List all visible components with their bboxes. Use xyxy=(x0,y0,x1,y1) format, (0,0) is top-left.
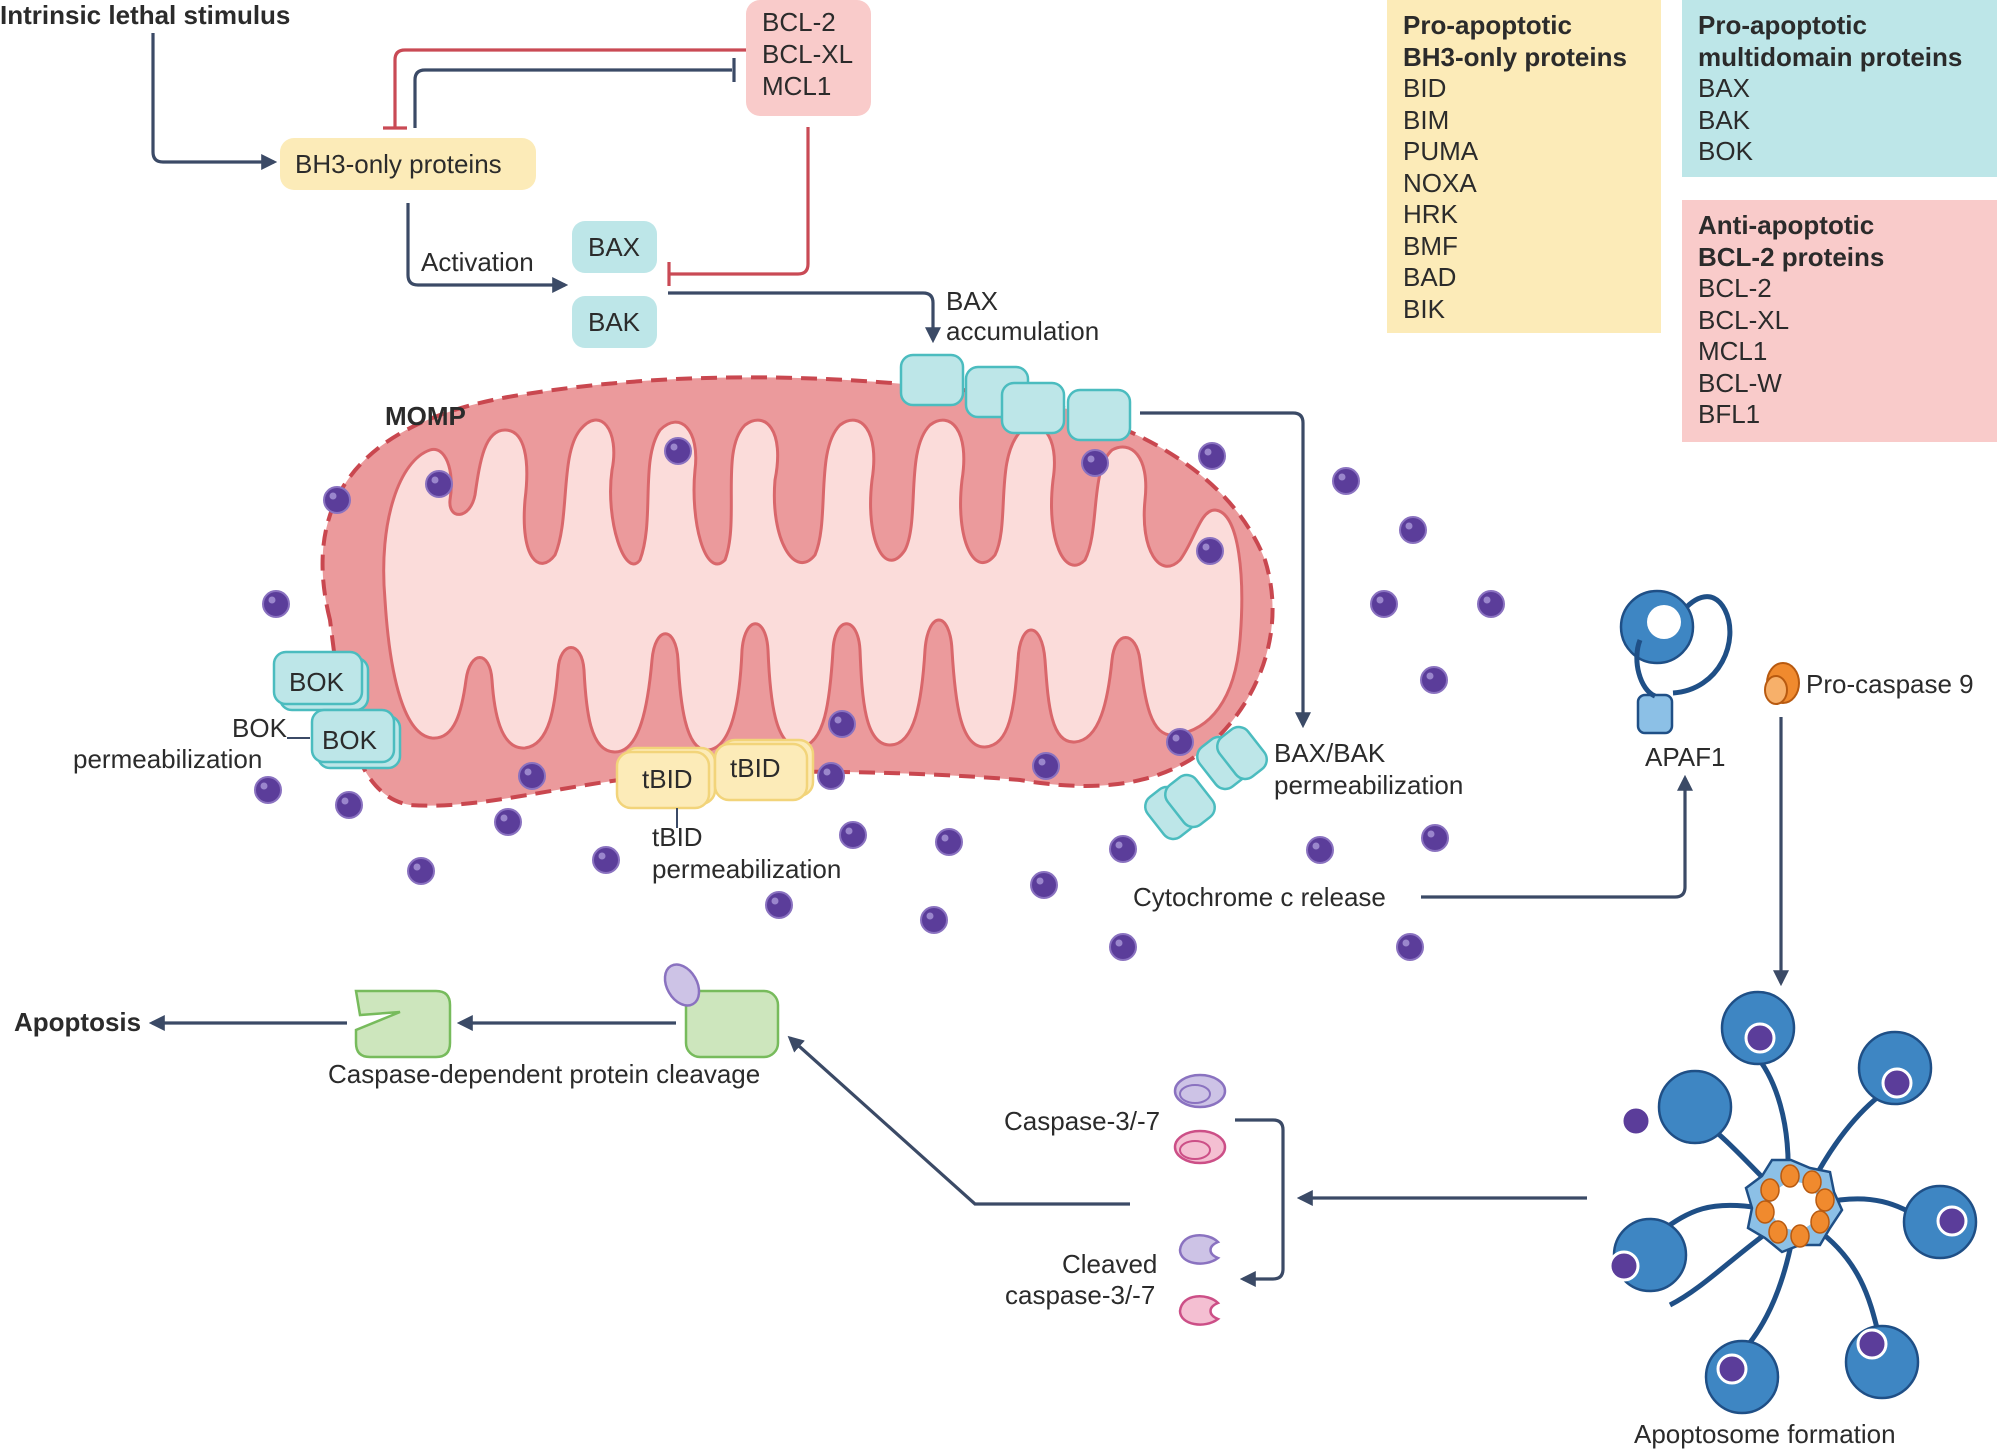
caspase37-label: Caspase-3/-7 xyxy=(1004,1106,1160,1136)
cytochrome-release-label: Cytochrome c release xyxy=(1133,882,1386,912)
legend-bh3-item: BID xyxy=(1403,73,1447,103)
bcl2-group-box xyxy=(746,0,871,116)
legend-multidomain-item: BAX xyxy=(1698,73,1751,103)
bh3-inhibits-bcl2 xyxy=(413,68,732,128)
bh3-only-box xyxy=(280,138,536,190)
apoptosome xyxy=(1608,990,1978,1415)
baxbak-pore xyxy=(1144,725,1268,841)
legend-multidomain-item: BOK xyxy=(1698,136,1753,166)
apaf1-protein xyxy=(1619,589,1733,735)
tbid-complex xyxy=(615,738,815,810)
legend-bh3-title-1: Pro-apoptotic xyxy=(1403,10,1572,40)
legend-multidomain-title-2: multidomain proteins xyxy=(1698,41,1963,72)
legend-anti-title-1: Anti-apoptotic xyxy=(1698,210,1875,240)
bax-label: BAX xyxy=(588,232,640,262)
legend-anti-item: BCL-2 xyxy=(1698,273,1772,303)
mitochondrion xyxy=(320,375,1275,808)
legend-multidomain: Pro-apoptotic multidomain proteins BAX B… xyxy=(1682,0,1997,177)
baxbak-arrow xyxy=(1140,411,1311,729)
legend-multidomain-item: BAK xyxy=(1698,104,1751,135)
procaspase9-label: Pro-caspase 9 xyxy=(1806,669,1974,699)
legend-bh3-item: BMF xyxy=(1403,230,1458,261)
caspase-3-7 xyxy=(1173,1073,1227,1165)
legend-bh3-title-2: BH3-only proteins xyxy=(1403,41,1627,72)
cleaved-caspase-label-2: caspase-3/-7 xyxy=(1005,1280,1155,1310)
apoptosis-label: Apoptosis xyxy=(14,1007,141,1037)
legend-anti-item: MCL1 xyxy=(1698,336,1768,366)
legend-anti-apoptotic: Anti-apoptotic BCL-2 proteins BCL-2 BCL-… xyxy=(1682,200,1997,442)
cleaved-protein xyxy=(354,989,452,1059)
legend-bh3-item: BAD xyxy=(1403,262,1457,292)
legend-bh3-item: PUMA xyxy=(1403,136,1479,166)
cleaved-caspase-label-1: Cleaved xyxy=(1062,1249,1157,1279)
cleavage-label: Caspase-dependent protein cleavage xyxy=(328,1059,760,1089)
apoptosome-label: Apoptosome formation xyxy=(1634,1419,1896,1449)
stimulus-arrow xyxy=(151,33,278,170)
bh3-only-label: BH3-only proteins xyxy=(295,149,502,179)
legend-bh3-only: Pro-apoptotic BH3-only proteins BID BIM … xyxy=(1387,0,1661,333)
bax-accum-label-2: accumulation xyxy=(946,316,1099,346)
legend-bh3-item: BIK xyxy=(1403,293,1445,324)
legend-bh3-item: HRK xyxy=(1403,199,1458,229)
bok-perm-label-2: permeabilization xyxy=(73,744,262,774)
bax-accumulation-cluster xyxy=(899,353,1132,442)
tbid-label-1: tBID xyxy=(642,764,693,794)
legend-multidomain-title-1: Pro-apoptotic xyxy=(1698,10,1867,40)
momp-label: MOMP xyxy=(385,401,466,431)
bak-label: BAK xyxy=(588,307,641,337)
bok-label-1: BOK xyxy=(289,667,345,697)
mcl1-label: MCL1 xyxy=(762,71,831,101)
legend-anti-item: BFL1 xyxy=(1698,399,1761,429)
pro-caspase-9 xyxy=(1764,662,1800,705)
bax-accumulation-arrow xyxy=(668,291,941,344)
bok-label-2: BOK xyxy=(322,725,378,755)
substrate-protein xyxy=(663,963,780,1059)
legend-bh3-item: NOXA xyxy=(1403,167,1477,198)
bclxl-label: BCL-XL xyxy=(762,39,853,69)
baxbak-perm-label-1: BAX/BAK xyxy=(1274,738,1386,768)
tbid-perm-label-2: permeabilization xyxy=(652,854,841,884)
cyto-to-apaf1-arrow xyxy=(1421,774,1693,899)
bak-box xyxy=(572,296,657,348)
baxbak-perm-label-2: permeabilization xyxy=(1274,770,1463,800)
bcl2-inhibits-bh3 xyxy=(393,48,746,127)
legend-anti-title-2: BCL-2 proteins xyxy=(1698,241,1885,272)
bax-box xyxy=(572,221,657,273)
apaf1-label: APAF1 xyxy=(1645,742,1725,772)
stimulus-label: Intrinsic lethal stimulus xyxy=(0,0,290,30)
activation-label: Activation xyxy=(421,247,534,277)
legend-anti-item: BCL-XL xyxy=(1698,304,1790,335)
caspase-cleavage-bracket xyxy=(1235,1118,1285,1287)
bax-accum-label-1: BAX xyxy=(946,286,998,316)
tbid-perm-label-1: tBID xyxy=(652,822,703,852)
bcl2-inhibits-bax xyxy=(669,127,810,276)
cleaved-caspase-3-7 xyxy=(1178,1234,1221,1326)
caspase-to-cleavage-arrow xyxy=(787,1035,1130,1206)
legend-anti-item: BCL-W xyxy=(1698,367,1782,398)
bcl2-label: BCL-2 xyxy=(762,7,836,37)
activation-arrow xyxy=(406,203,569,293)
tbid-label-2: tBID xyxy=(730,753,781,783)
legend-bh3-item: BIM xyxy=(1403,104,1450,135)
bok-complex xyxy=(272,650,402,770)
bok-perm-label-1: BOK xyxy=(232,713,288,743)
